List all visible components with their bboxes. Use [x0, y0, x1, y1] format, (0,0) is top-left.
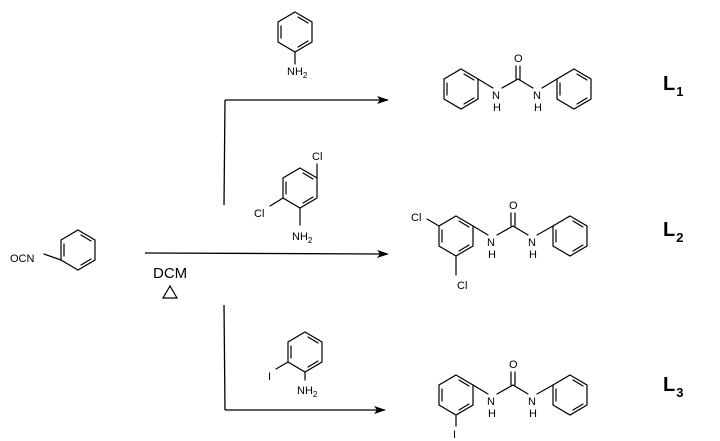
nh-hydrogen-label: H — [488, 408, 496, 420]
amine-label: NH2 — [287, 66, 308, 80]
chloro-label-ortho: Cl — [457, 280, 467, 292]
carbonyl-oxygen-label: O — [514, 53, 523, 65]
reagent-aniline: NH2 — [277, 11, 313, 80]
branch-vertical-top — [223, 99, 226, 206]
carbonyl-oxygen-label: O — [509, 359, 518, 371]
heat-triangle-icon — [161, 284, 179, 299]
product-L1: N H O N H — [443, 53, 592, 114]
nitrogen-label: N — [492, 90, 500, 102]
product-L2: Cl Cl N H O N H — [411, 200, 588, 292]
ring-phenyl-isocyanate — [60, 229, 96, 271]
ring-left — [438, 374, 474, 416]
reaction-arrows — [144, 96, 389, 414]
chloro-label-para: Cl — [411, 212, 421, 224]
nh-hydrogen-label: H — [488, 249, 496, 261]
product-L3: I N H O N H — [438, 359, 588, 441]
iodo-label: I — [453, 429, 456, 441]
reagent-iodoaniline: I NH2 — [268, 331, 323, 399]
phenyl-isocyanate: OCN — [10, 229, 96, 271]
nitrogen-label: N — [528, 237, 536, 249]
nitrogen-label: N — [487, 396, 495, 408]
chloro-label-para: Cl — [312, 151, 322, 163]
ring-right — [556, 68, 592, 110]
iodo-label: I — [268, 371, 271, 383]
ring-iodoaniline — [287, 331, 323, 373]
nitrogen-label: N — [528, 396, 536, 408]
ring-aniline — [277, 11, 313, 53]
nh-hydrogen-label: H — [529, 408, 537, 420]
arrow-to-L2 — [144, 249, 389, 258]
nitrogen-label: N — [533, 90, 541, 102]
ring-left — [443, 68, 479, 110]
amine-label: NH2 — [292, 231, 313, 245]
product-label-L2: L2 — [663, 219, 683, 245]
ring-left — [438, 215, 474, 257]
branch-vertical-bottom — [223, 304, 226, 411]
nh-hydrogen-label: H — [493, 102, 501, 114]
nh-hydrogen-label: H — [529, 249, 537, 261]
nh-hydrogen-label: H — [534, 102, 542, 114]
ring-right — [552, 374, 588, 416]
amine-label: NH2 — [297, 385, 318, 399]
chloro-label-ortho: Cl — [254, 208, 264, 220]
product-label-L1: L1 — [663, 73, 683, 99]
ring-right — [552, 215, 588, 257]
product-label-L3: L3 — [663, 374, 683, 400]
carbonyl-oxygen-label: O — [509, 200, 518, 212]
reagent-dichloroaniline: Cl Cl NH2 — [254, 151, 322, 245]
isocyanate-label: OCN — [10, 253, 35, 265]
solvent-label: DCM — [153, 265, 187, 282]
ring-dichloroaniline — [282, 167, 318, 209]
nitrogen-label: N — [487, 237, 495, 249]
